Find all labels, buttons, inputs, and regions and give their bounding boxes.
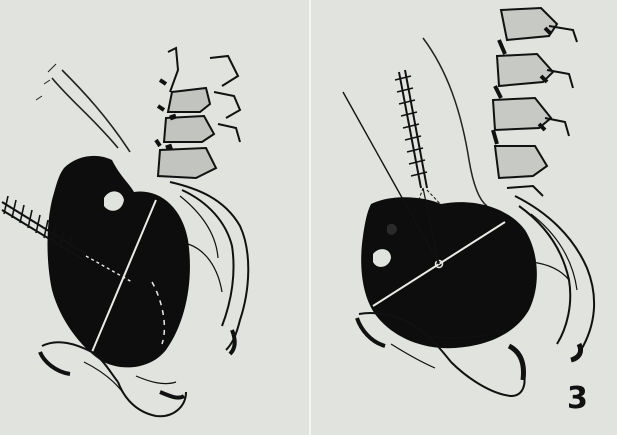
left-anatomy-drawing: [0, 0, 309, 435]
right-illustration-panel: [311, 0, 617, 435]
figure-number-label: 3: [567, 384, 588, 414]
left-illustration-panel: [0, 0, 309, 435]
right-anatomy-drawing: [311, 0, 617, 435]
right-dark-mass: [361, 197, 537, 348]
